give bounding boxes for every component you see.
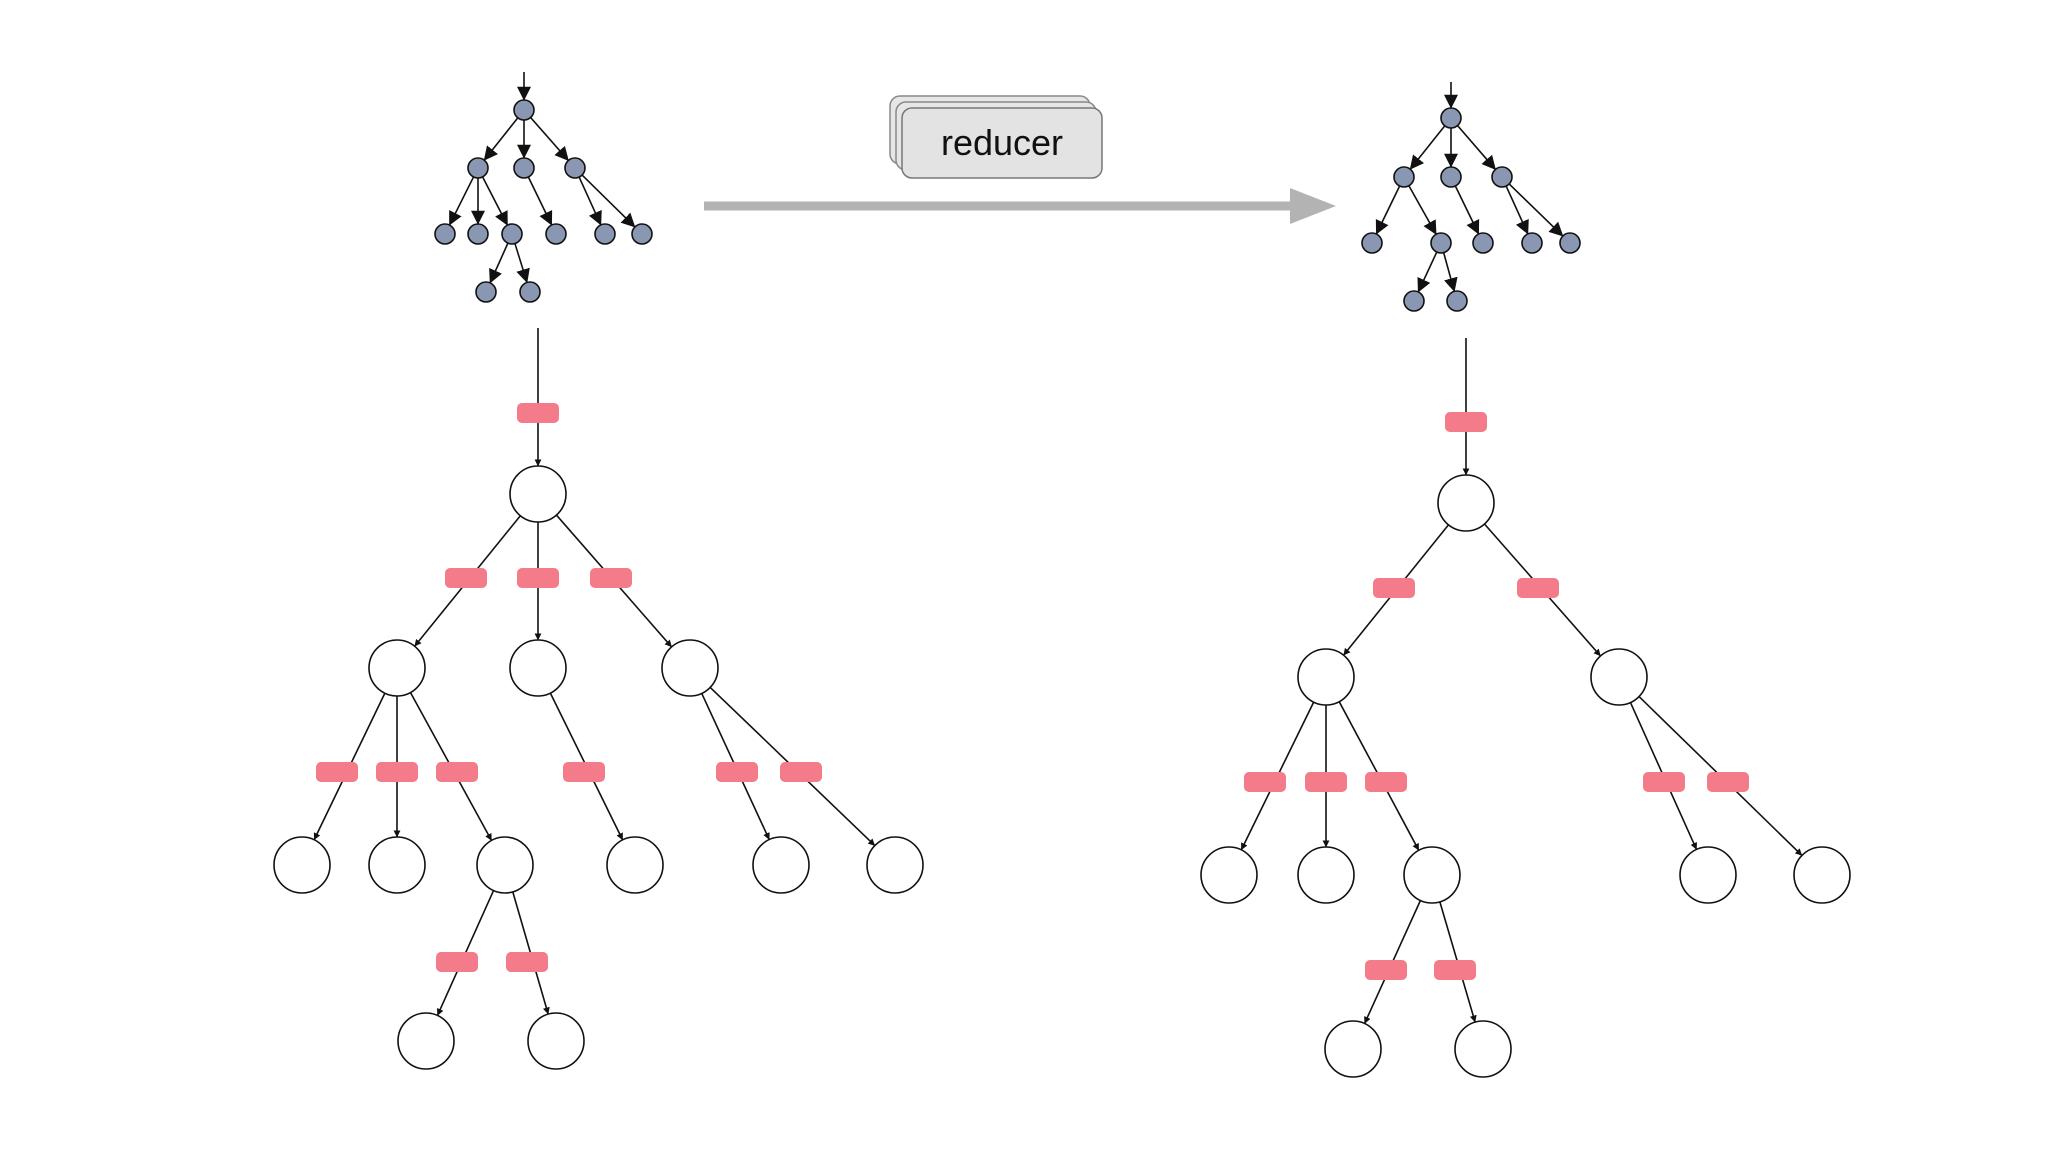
vdom-node xyxy=(368,639,426,697)
vdom-node xyxy=(606,836,664,894)
state-node xyxy=(631,223,653,245)
reducer-box-front xyxy=(901,107,1103,179)
patch-marker xyxy=(316,762,358,782)
patch-marker xyxy=(517,403,559,423)
patch-marker xyxy=(1643,772,1685,792)
patch-marker xyxy=(1707,772,1749,792)
vdom-node xyxy=(661,639,719,697)
state-node xyxy=(1559,232,1581,254)
patch-marker xyxy=(506,952,548,972)
vdom-node xyxy=(1200,846,1258,904)
state-edge xyxy=(1454,185,1480,235)
vdom-node xyxy=(866,836,924,894)
patch-marker xyxy=(716,762,758,782)
patch-marker xyxy=(436,952,478,972)
state-edge xyxy=(581,174,636,228)
transform-arrow-head xyxy=(1290,188,1336,224)
vdom-node xyxy=(527,1012,585,1070)
state-node xyxy=(1472,232,1494,254)
state-node xyxy=(519,281,541,303)
state-edge xyxy=(483,117,519,161)
vdom-node xyxy=(476,836,534,894)
state-node xyxy=(1361,232,1383,254)
patch-marker xyxy=(1244,772,1286,792)
state-node xyxy=(434,223,456,245)
vdom-node xyxy=(752,836,810,894)
vdom-node xyxy=(273,836,331,894)
state-edge xyxy=(530,116,569,162)
state-edge xyxy=(1456,125,1497,170)
state-node xyxy=(1446,290,1468,312)
patch-marker xyxy=(1434,960,1476,980)
patch-marker xyxy=(563,762,605,782)
vdom-node xyxy=(368,836,426,894)
state-node xyxy=(467,223,489,245)
state-edge xyxy=(1508,183,1564,237)
patch-marker xyxy=(376,762,418,782)
patch-marker xyxy=(780,762,822,782)
state-edge xyxy=(1417,251,1438,293)
state-node xyxy=(475,281,497,303)
state-node xyxy=(545,223,567,245)
patch-marker xyxy=(1373,578,1415,598)
vdom-node xyxy=(1437,474,1495,532)
vdom-node xyxy=(1403,846,1461,904)
state-node xyxy=(594,223,616,245)
state-node xyxy=(1440,107,1462,129)
vdom-node xyxy=(1793,846,1851,904)
state-edge xyxy=(1375,185,1401,235)
patch-marker xyxy=(517,568,559,588)
reducer-box: reducer xyxy=(889,95,1103,179)
state-node xyxy=(1521,232,1543,254)
state-edge xyxy=(489,242,509,284)
state-edge xyxy=(1442,252,1458,293)
vdom-node xyxy=(1297,846,1355,904)
state-edge xyxy=(1505,185,1529,235)
tree-after xyxy=(1200,82,1851,1078)
vdom-node xyxy=(1454,1020,1512,1078)
state-edge xyxy=(514,243,530,284)
patch-marker xyxy=(1365,960,1407,980)
state-node xyxy=(1491,166,1513,188)
patch-marker xyxy=(1517,578,1559,598)
state-node xyxy=(1440,166,1462,188)
patch-marker xyxy=(1365,772,1407,792)
patch-marker xyxy=(1445,412,1487,432)
state-edge xyxy=(481,176,509,226)
vdom-node xyxy=(1679,846,1737,904)
state-node xyxy=(467,157,489,179)
state-node xyxy=(1403,290,1425,312)
vdom-node xyxy=(1590,648,1648,706)
vdom-node xyxy=(1297,648,1355,706)
state-edge xyxy=(527,176,553,226)
patch-marker xyxy=(445,568,487,588)
state-edge xyxy=(578,176,602,226)
reducer-label: reducer xyxy=(941,122,1063,163)
vdom-node xyxy=(509,639,567,697)
transform-arrow xyxy=(704,188,1336,224)
tree-before xyxy=(273,72,924,1070)
state-edge xyxy=(448,176,475,226)
patch-marker xyxy=(590,568,632,588)
patch-marker xyxy=(436,762,478,782)
state-edge xyxy=(1409,125,1446,170)
state-node xyxy=(513,157,535,179)
state-edge xyxy=(1408,185,1437,235)
state-node xyxy=(501,223,523,245)
vdom-node xyxy=(1324,1020,1382,1078)
vdom-node xyxy=(509,465,567,523)
state-node xyxy=(564,157,586,179)
state-node xyxy=(513,99,535,121)
vdom-node xyxy=(397,1012,455,1070)
state-node xyxy=(1430,232,1452,254)
state-node xyxy=(1393,166,1415,188)
patch-marker xyxy=(1305,772,1347,792)
